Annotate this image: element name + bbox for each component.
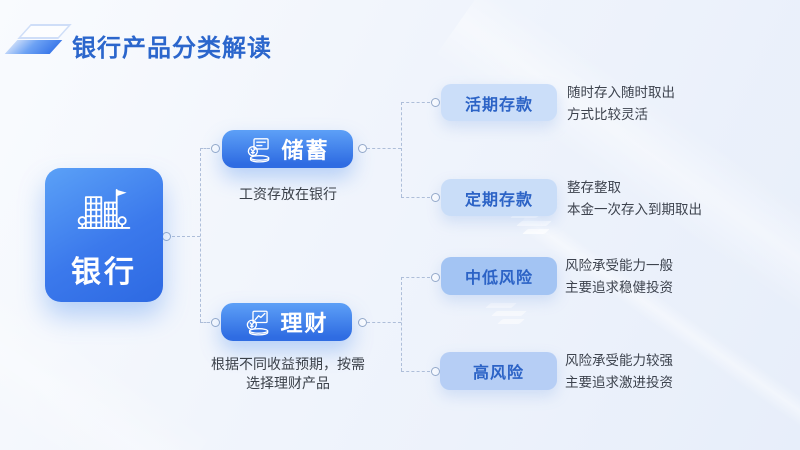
leaf-desc-medium-low-risk: 风险承受能力一般 主要追求稳健投资 (565, 258, 673, 295)
branch-node-savings: 储蓄 (222, 130, 353, 168)
leaf-node-medium-low-risk: 中低风险 (441, 257, 557, 295)
connector-dot (357, 143, 367, 153)
connector-line (401, 102, 402, 197)
branch-note-savings: 工资存放在银行 (239, 186, 337, 202)
connector-dot (357, 317, 367, 327)
logo-plane-outline (17, 24, 72, 39)
connector-line (200, 148, 201, 322)
logo-plane-fill (4, 40, 63, 54)
connector-line (367, 148, 401, 149)
connector-dot (430, 366, 440, 376)
growth-chart-coin-icon (247, 310, 269, 336)
root-node-bank: 银行 (45, 168, 163, 302)
connector-line (401, 197, 430, 198)
connector-line (200, 322, 210, 323)
connector-dot (210, 317, 220, 327)
bank-building-icon (77, 188, 131, 229)
connector-dot (430, 97, 440, 107)
branch-node-label: 储蓄 (281, 138, 330, 163)
branch-node-wealth: 理财 (221, 303, 352, 341)
connector-line (367, 322, 401, 323)
page-title: 银行产品分类解读 (72, 35, 272, 62)
root-node-label: 银行 (71, 256, 137, 289)
connector-dot (430, 192, 440, 202)
leaf-node-high-risk: 高风险 (440, 352, 557, 390)
connector-dot (210, 143, 220, 153)
connector-line (401, 277, 430, 278)
leaf-node-demand-deposit: 活期存款 (441, 84, 557, 121)
leaf-node-time-deposit: 定期存款 (441, 179, 557, 216)
branch-note-wealth: 根据不同收益预期，按需 选择理财产品 (211, 356, 365, 391)
connector-line (401, 277, 402, 371)
coin-banknote-icon (248, 137, 270, 163)
leaf-desc-time-deposit: 整存整取 本金一次存入到期取出 (567, 180, 702, 217)
leaf-desc-demand-deposit: 随时存入随时取出 方式比较灵活 (567, 85, 675, 122)
logo-icon (4, 23, 72, 67)
connector-line (401, 371, 430, 372)
connector-line (200, 148, 210, 149)
branch-node-label: 理财 (280, 311, 329, 336)
connector-line (172, 236, 200, 237)
background-streak (517, 207, 800, 450)
connector-dot (430, 272, 440, 282)
leaf-desc-high-risk: 风险承受能力较强 主要追求激进投资 (565, 353, 673, 390)
background-slash-marks (480, 300, 527, 327)
connector-line (401, 102, 430, 103)
